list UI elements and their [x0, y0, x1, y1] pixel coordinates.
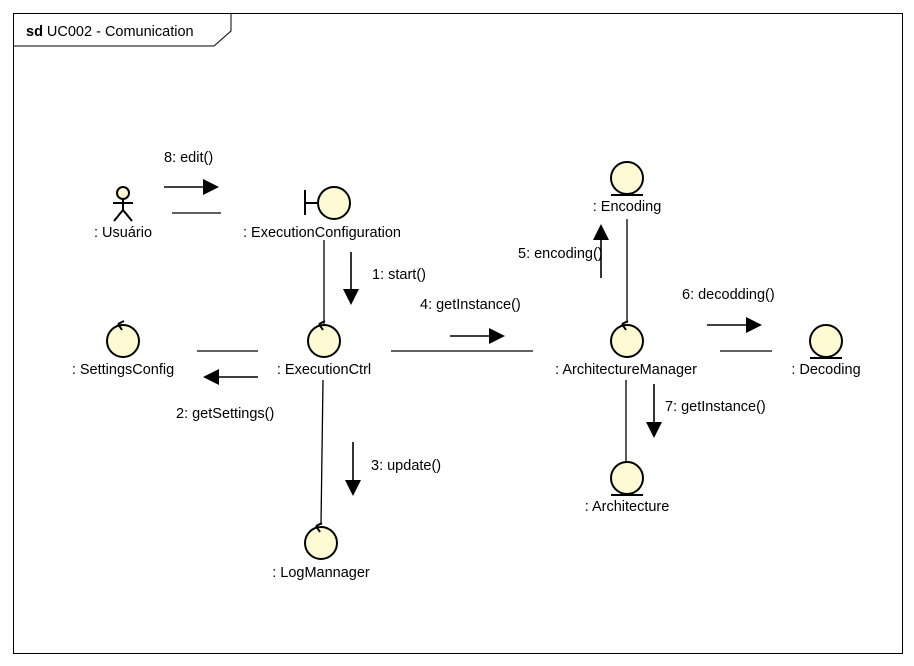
message-2-label: 2: getSettings(): [176, 406, 274, 422]
control-circle: [307, 324, 341, 358]
control-arrow: [117, 320, 125, 331]
message-4-arrow: [450, 328, 505, 344]
frame-name: UC002 - Comunication: [47, 24, 194, 40]
message-4-label: 4: getInstance(): [420, 297, 521, 313]
entity-decoding[interactable]: [809, 324, 843, 359]
executionctrl-label: : ExecutionCtrl: [277, 362, 371, 378]
message-8-label: 8: edit(): [164, 150, 213, 166]
control-arrow: [318, 320, 326, 331]
boundary-circle: [317, 186, 351, 220]
message-5-label: 5: encoding(): [518, 246, 603, 262]
message-3-arrow: [345, 442, 361, 496]
message-3-label: 3: update(): [371, 458, 441, 474]
executionconfiguration-label: : ExecutionConfiguration: [243, 225, 401, 241]
entity-circle: [610, 161, 644, 195]
control-architecturemanager[interactable]: [610, 320, 644, 358]
control-settingsconfig[interactable]: [106, 320, 140, 358]
entity-circle: [610, 461, 644, 495]
control-circle: [610, 324, 644, 358]
settingsconfig-label: : SettingsConfig: [72, 362, 174, 378]
message-2-arrow: [203, 369, 258, 385]
decoding-label: : Decoding: [791, 362, 860, 378]
message-8-arrow: [164, 179, 219, 195]
usuario-label: : Usuário: [94, 225, 152, 241]
message-6-arrow: [707, 317, 762, 333]
actor-head: [116, 186, 130, 200]
entity-architecture[interactable]: [610, 461, 644, 496]
actor-right-leg: [122, 209, 133, 222]
control-circle: [106, 324, 140, 358]
control-arrow: [315, 522, 323, 533]
control-circle: [304, 526, 338, 560]
control-arrow: [621, 320, 629, 331]
boundary-executionconfiguration[interactable]: [304, 186, 351, 220]
entity-encoding[interactable]: [610, 161, 644, 196]
entity-circle: [809, 324, 843, 358]
message-6-label: 6: decodding(): [682, 287, 775, 303]
message-1-arrow: [343, 252, 359, 305]
actor-left-leg: [113, 209, 124, 222]
control-executionctrl[interactable]: [307, 320, 341, 358]
frame-keyword: sd: [26, 24, 43, 40]
actor-usuario[interactable]: [113, 186, 133, 222]
frame-title-tab: [13, 13, 232, 47]
encoding-label: : Encoding: [593, 199, 662, 215]
message-7-label: 7: getInstance(): [665, 399, 766, 415]
link-executionctrl-logmannager: [320, 379, 324, 526]
architecturemanager-label: : ArchitectureManager: [555, 362, 697, 378]
control-logmannager[interactable]: [304, 522, 338, 560]
message-7-arrow: [646, 384, 662, 438]
architecture-label: : Architecture: [585, 499, 670, 515]
logmannager-label: : LogMannager: [272, 565, 370, 581]
message-1-label: 1: start(): [372, 267, 426, 283]
diagram-frame: [13, 13, 903, 654]
message-5-arrow: [593, 224, 609, 278]
